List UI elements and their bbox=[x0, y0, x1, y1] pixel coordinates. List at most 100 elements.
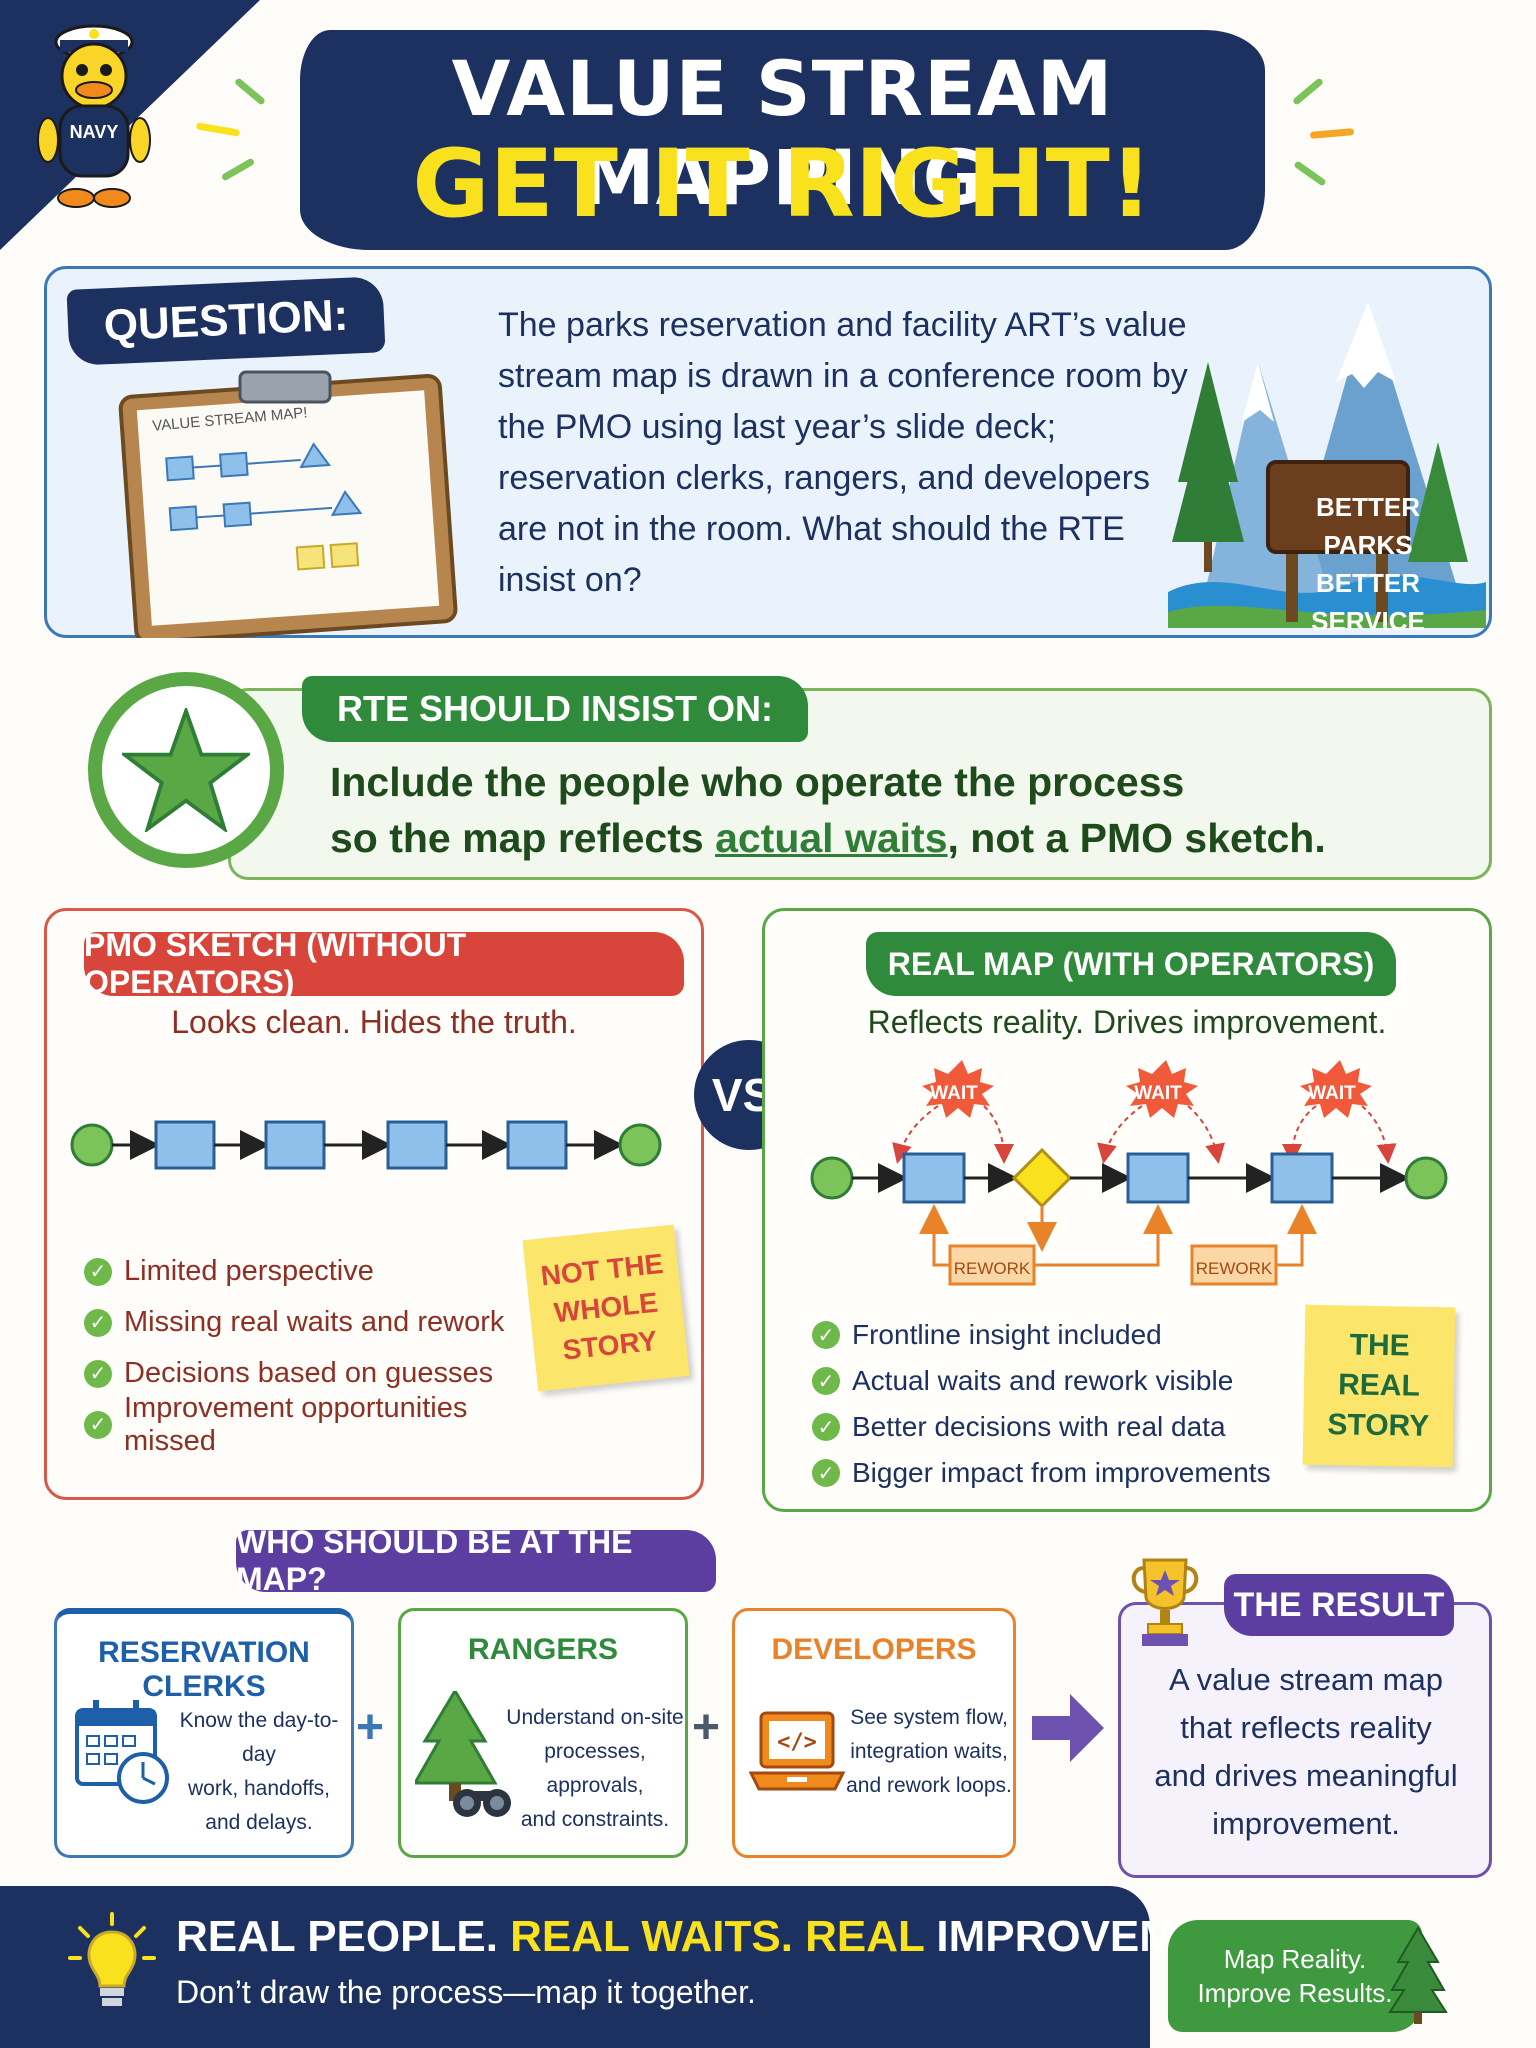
footer-badge: Map Reality.Improve Results. bbox=[1168, 1920, 1422, 2032]
laptop-code-icon: </> bbox=[749, 1711, 845, 1791]
card-line: Know the day-to-day bbox=[179, 1709, 339, 1766]
card-text: Understand on-site processes, approvals, a… bbox=[505, 1701, 685, 1837]
wait-burst bbox=[1300, 1060, 1372, 1118]
page-subtitle: GET IT RIGHT! bbox=[412, 130, 1153, 239]
check-icon: ✓ bbox=[812, 1321, 840, 1349]
wait-burst bbox=[922, 1060, 994, 1118]
check-icon: ✓ bbox=[812, 1413, 840, 1441]
result-line: improvement. bbox=[1212, 1806, 1400, 1841]
insist-text: Include the people who operate the proce… bbox=[330, 754, 1470, 866]
check-icon: ✓ bbox=[84, 1359, 112, 1388]
who-tag: WHO SHOULD BE AT THE MAP? bbox=[236, 1524, 716, 1597]
insist-highlight: actual waits bbox=[715, 815, 948, 861]
list-item: ✓ Limited perspective bbox=[84, 1246, 544, 1297]
real-subtitle: Reflects reality. Drives improvement. bbox=[867, 1004, 1387, 1040]
footer-tagline: Don’t draw the process—map it together. bbox=[176, 1974, 756, 2010]
check-icon: ✓ bbox=[812, 1367, 840, 1395]
pmo-issue-list: ✓ Limited perspective ✓ Missing real waits… bbox=[84, 1246, 544, 1457]
trophy-icon bbox=[1131, 1558, 1199, 1646]
plus-sign: + bbox=[356, 1701, 385, 1754]
arrow-right-icon bbox=[1032, 1694, 1104, 1762]
page-title: VALUE STREAM MAPPING bbox=[451, 44, 1114, 222]
park-sign: BETTER PARKS BETTER SERVICE bbox=[1278, 488, 1458, 640]
card-title: RESERVATION CLERKS bbox=[98, 1636, 310, 1703]
rework-label: REWORK bbox=[953, 1259, 1031, 1278]
list-item: ✓ Actual waits and rework visible bbox=[812, 1358, 1272, 1404]
insist-line-2: so the map reflects actual waits, not a … bbox=[330, 810, 1470, 866]
check-icon: ✓ bbox=[84, 1308, 112, 1337]
insist-tag: RTE SHOULD INSIST ON: bbox=[302, 676, 808, 742]
duck-badge: NAVY bbox=[69, 122, 119, 142]
process-box bbox=[264, 1120, 326, 1170]
decision-diamond bbox=[1011, 1147, 1073, 1209]
question-text: The parks reservation and facility ART’s… bbox=[498, 306, 1188, 599]
start-node bbox=[810, 1156, 854, 1200]
result-line: that reflects reality bbox=[1180, 1710, 1432, 1745]
end-node bbox=[618, 1123, 662, 1167]
list-item-text: Frontline insight included bbox=[852, 1319, 1162, 1350]
list-item: ✓ Improvement opportunities missed bbox=[84, 1392, 544, 1457]
check-icon: ✓ bbox=[812, 1459, 840, 1487]
svg-text:</>: </> bbox=[777, 1730, 817, 1755]
card-text: See system flow,integration waits,and re… bbox=[843, 1701, 1015, 1803]
plus-sign: + bbox=[692, 1701, 721, 1754]
footer-text-white: REAL PEOPLE. bbox=[176, 1912, 511, 1961]
check-icon: ✓ bbox=[84, 1410, 112, 1439]
list-item: ✓Decisions based on guesses bbox=[84, 1348, 544, 1399]
question-tag: QUESTION: bbox=[66, 276, 386, 366]
process-box bbox=[386, 1120, 448, 1170]
pmo-flow-diagram bbox=[70, 1120, 662, 1170]
real-flow-diagram bbox=[810, 1060, 1448, 1286]
card-title: RANGERS bbox=[467, 1633, 618, 1666]
process-box bbox=[1270, 1152, 1334, 1204]
card-line: integration waits, bbox=[850, 1740, 1008, 1763]
result-panel bbox=[1118, 1602, 1492, 1878]
spark-decoration bbox=[1309, 128, 1355, 139]
footer-text-yellow: REAL WAITS. REAL bbox=[510, 1912, 925, 1961]
calendar-clock-icon bbox=[75, 1700, 169, 1804]
sign-line-2: BETTER SERVICE bbox=[1311, 568, 1425, 636]
footer-headline: REAL PEOPLE. REAL WAITS. REAL IMPROVEMEN… bbox=[176, 1912, 1271, 1962]
wait-label: WAIT bbox=[1308, 1083, 1356, 1104]
real-benefit-list: ✓ Frontline insight included ✓ Actual wait… bbox=[812, 1312, 1272, 1496]
list-item: ✓ Missing real waits and rework bbox=[84, 1297, 544, 1348]
insist-line-2-post: , not a PMO sketch. bbox=[947, 815, 1326, 861]
sticky-line: STORY bbox=[1327, 1408, 1430, 1443]
wait-label: WAIT bbox=[1134, 1083, 1182, 1104]
sign-line-1: BETTER PARKS bbox=[1316, 492, 1420, 560]
list-item-text: Actual waits and rework visible bbox=[852, 1365, 1234, 1396]
card-line: and delays. bbox=[205, 1811, 313, 1834]
check-icon: ✓ bbox=[84, 1257, 112, 1286]
card-line: processes, approvals, bbox=[544, 1740, 646, 1797]
sticky-line: THE bbox=[1349, 1328, 1410, 1363]
pmo-panel bbox=[44, 908, 704, 1500]
list-item-text: Limited perspective bbox=[124, 1255, 374, 1287]
result-tag: THE RESULT bbox=[1224, 1574, 1454, 1636]
wait-label: WAIT bbox=[930, 1083, 978, 1104]
card-line: Understand on-site bbox=[506, 1706, 684, 1729]
wait-burst bbox=[1126, 1060, 1198, 1118]
end-node bbox=[1404, 1156, 1448, 1200]
card-developers: DEVELOPERS </> See system flow, integrati… bbox=[732, 1608, 1016, 1858]
list-item-text: Missing real waits and rework bbox=[124, 1306, 505, 1338]
result-text: A value stream map that reflects reality… bbox=[1132, 1656, 1480, 1848]
card-line: and constraints. bbox=[520, 1808, 670, 1831]
real-tag: REAL MAP (WITH OPERATORS) bbox=[866, 932, 1396, 996]
process-box bbox=[154, 1120, 216, 1170]
card-title: DEVELOPERS bbox=[771, 1633, 977, 1666]
lightbulb-icon bbox=[68, 1912, 156, 2006]
result-line: A value stream map bbox=[1169, 1662, 1443, 1697]
list-item-text: Bigger impact from improvements bbox=[852, 1457, 1271, 1488]
card-line: See system flow, bbox=[850, 1706, 1008, 1729]
header-banner bbox=[300, 30, 1265, 250]
list-item-text: Better decisions with real data bbox=[852, 1411, 1226, 1442]
process-box bbox=[506, 1120, 568, 1170]
badge-line: Improve Results. bbox=[1197, 1978, 1393, 2008]
insist-line-2-pre: so the map reflects bbox=[330, 815, 716, 861]
spark-decoration bbox=[1293, 160, 1327, 187]
list-item-text: Improvement opportunities missed bbox=[124, 1391, 468, 1457]
process-box bbox=[902, 1152, 966, 1204]
